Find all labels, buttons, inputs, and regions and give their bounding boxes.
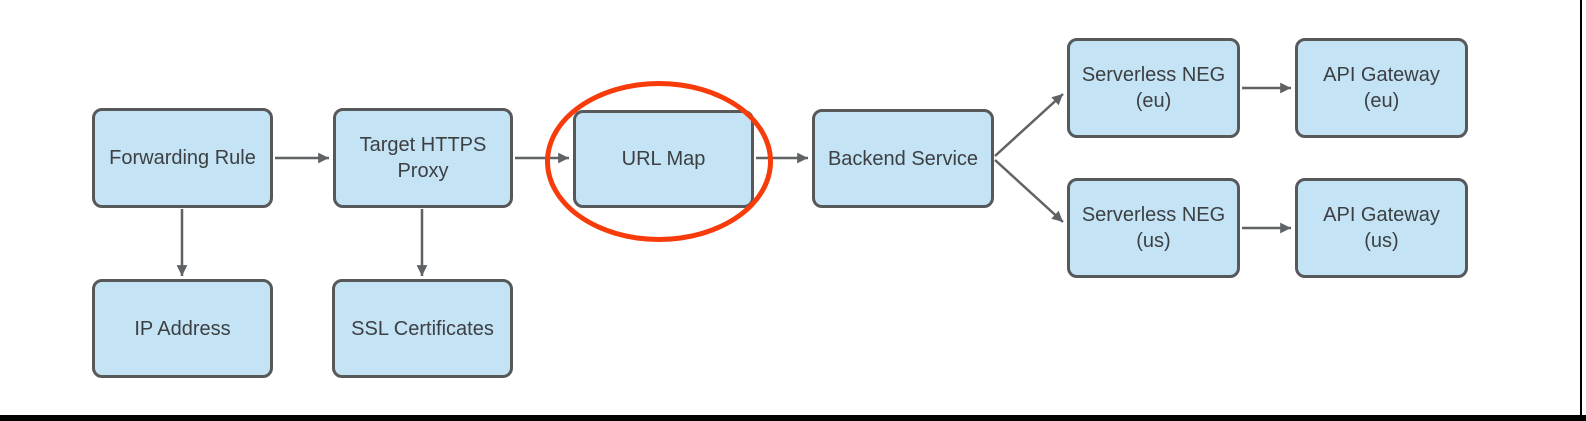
node-target-https-proxy[interactable]: Target HTTPS Proxy (333, 108, 513, 208)
node-ssl-certificates[interactable]: SSL Certificates (332, 279, 513, 378)
node-serverless-neg-us[interactable]: Serverless NEG (us) (1067, 178, 1240, 278)
node-ip-address-label: IP Address (134, 317, 231, 340)
frame-bottom-border (0, 415, 1586, 421)
node-backend-service-label: Backend Service (827, 147, 979, 170)
node-backend-service[interactable]: Backend Service (812, 109, 994, 208)
node-ip-address[interactable]: IP Address (92, 279, 273, 378)
node-api-gateway-eu[interactable]: API Gateway (eu) (1295, 38, 1468, 138)
node-url-map[interactable]: URL Map (573, 110, 754, 208)
arrow-backend-service-to-serverless-neg-us (994, 159, 1064, 223)
node-forwarding-rule-label: Forwarding Rule (109, 147, 256, 169)
node-ssl-certificates-label: SSL Certificates (351, 317, 494, 340)
node-serverless-neg-us-label: Serverless NEG (us) (1081, 204, 1226, 252)
frame-right-border (1580, 0, 1582, 421)
node-forwarding-rule[interactable]: Forwarding Rule (92, 108, 273, 208)
arrow-backend-service-to-serverless-neg-eu (994, 93, 1064, 157)
node-api-gateway-us[interactable]: API Gateway (us) (1295, 178, 1468, 278)
node-serverless-neg-eu[interactable]: Serverless NEG (eu) (1067, 38, 1240, 138)
node-serverless-neg-eu-label: Serverless NEG (eu) (1081, 64, 1226, 112)
node-api-gateway-us-label: API Gateway (us) (1323, 204, 1440, 252)
node-target-https-proxy-label: Target HTTPS Proxy (359, 134, 487, 182)
node-api-gateway-eu-label: API Gateway (eu) (1323, 64, 1440, 112)
node-url-map-label: URL Map (621, 148, 706, 170)
